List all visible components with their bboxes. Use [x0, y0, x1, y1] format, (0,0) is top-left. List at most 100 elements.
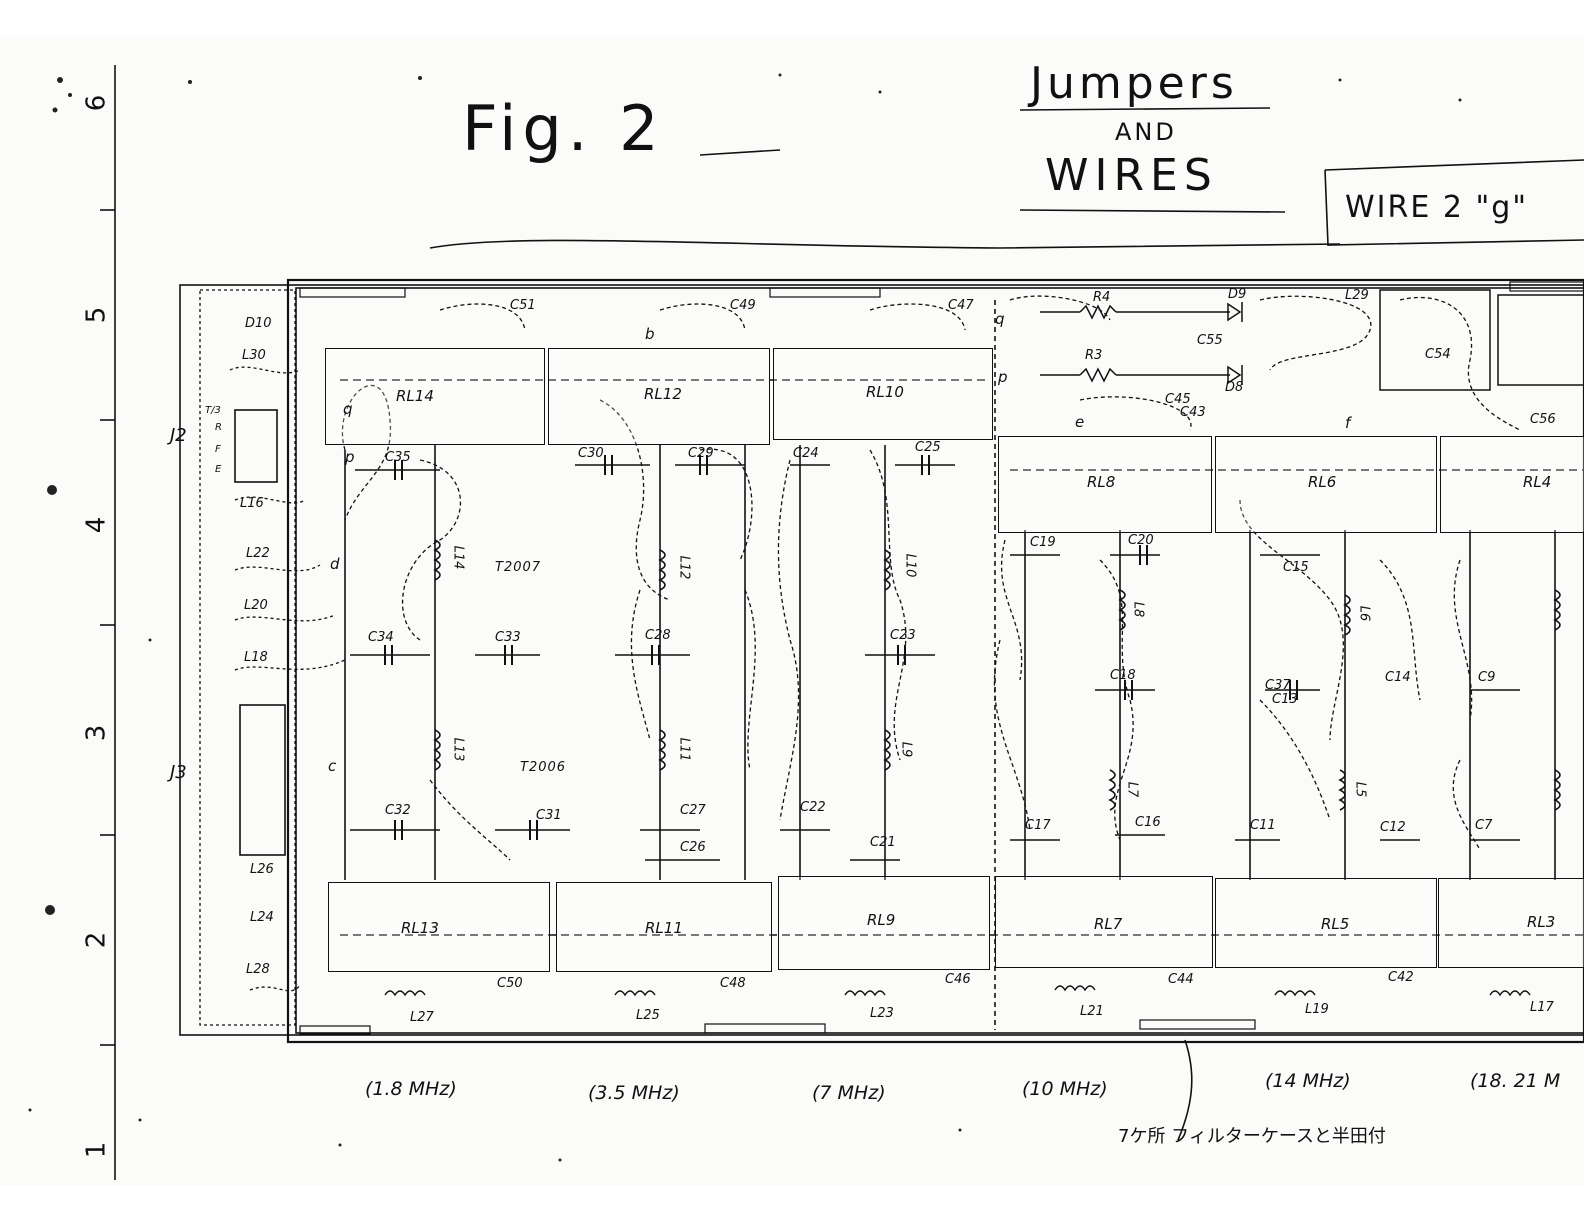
and-heading: AND	[1115, 118, 1177, 146]
relay-label: RL11	[645, 919, 683, 937]
ruler-mark-2: 2	[81, 931, 112, 949]
scanned-page	[0, 36, 1584, 1186]
band-label-80m: (3.5 MHz)	[588, 1082, 680, 1104]
diode-d8-label: D8	[1225, 380, 1244, 395]
capacitor-label: C48	[720, 976, 746, 991]
relay-label: RL3	[1527, 913, 1556, 931]
jumper-e-label: e	[1075, 413, 1085, 431]
inductor-label: L25	[636, 1008, 660, 1023]
j2-label: J2	[170, 425, 187, 446]
relay-rl7: RL7	[995, 876, 1213, 968]
capacitor-label: C46	[945, 972, 971, 987]
diode-resistor-area	[1040, 289, 1584, 391]
inductor-label: L23	[870, 1006, 894, 1021]
inductor-label: L24	[250, 910, 274, 925]
capacitor-label: C44	[1168, 972, 1194, 987]
ruler-mark-1: 1	[81, 1141, 112, 1159]
bottom-inductors	[384, 985, 1531, 997]
jumper-p-label: p	[345, 448, 355, 466]
relay-label: RL9	[867, 911, 896, 929]
relay-label: RL7	[1094, 915, 1123, 933]
capacitor-label: C47	[948, 298, 974, 313]
inductor-label: L17	[1530, 1000, 1554, 1015]
capacitor-label: C31	[536, 808, 562, 823]
inductor-label: L12	[676, 555, 692, 580]
capacitor-label: C11	[1250, 818, 1276, 833]
outer-board	[179, 284, 1584, 1036]
relay-label: RL8	[1087, 473, 1116, 491]
inductor-label: L16	[240, 496, 264, 511]
j2-pin-r: R	[215, 422, 222, 433]
solder-footnote: 7ケ所 フィルターケースと半田付	[1118, 1126, 1386, 1147]
j2-block	[234, 409, 278, 483]
capacitor-label: C51	[510, 298, 536, 313]
fig-underline	[699, 149, 781, 156]
relay-label: RL6	[1308, 473, 1337, 491]
fig-title: Fig. 2	[462, 92, 665, 165]
capacitor-label: C24	[793, 446, 819, 461]
capacitor-label: C28	[645, 628, 671, 643]
capacitor-label: C55	[1197, 333, 1223, 348]
capacitor-label: C26	[680, 840, 706, 855]
inductor-coils	[433, 539, 1561, 811]
capacitor-label: C33	[495, 630, 521, 645]
relay-rl10: RL10	[773, 348, 993, 440]
capacitor-label: C50	[497, 976, 523, 991]
hatched-strips	[299, 281, 1584, 1035]
band-label-30m: (10 MHz)	[1022, 1078, 1108, 1100]
ruler-ticks	[100, 209, 115, 1046]
filter-case	[286, 278, 1584, 1044]
ruler-mark-6: 6	[81, 94, 112, 112]
capacitor-label: C20	[1128, 533, 1154, 548]
cap-plates	[384, 455, 1298, 840]
j3-label: J3	[170, 762, 187, 783]
relay-rl12: RL12	[548, 348, 770, 445]
capacitor-label: C16	[1135, 815, 1161, 830]
note-box	[1324, 159, 1584, 246]
relay-label: RL10	[866, 383, 904, 401]
capacitor-label: C18	[1110, 668, 1136, 683]
inductor-label: L30	[242, 348, 266, 363]
cap-rails	[350, 464, 1520, 861]
relay-rl6: RL6	[1215, 436, 1437, 533]
inductor-label: L9	[898, 741, 914, 758]
band-label-20m: (14 MHz)	[1265, 1070, 1351, 1092]
j2-pin-f: F	[215, 444, 221, 455]
jumper-p-label: p	[998, 368, 1008, 386]
capacitor-label: C19	[1030, 535, 1056, 550]
wires-heading: WIRES	[1045, 150, 1218, 201]
capacitor-label: C7	[1475, 818, 1493, 833]
inductor-label: L8	[1130, 601, 1146, 618]
capacitor-label: C25	[915, 440, 941, 455]
left-wiring	[199, 289, 346, 1026]
jumper-q-label: q	[995, 310, 1005, 328]
capacitor-label: C15	[1283, 560, 1309, 575]
relay-rl13: RL13	[328, 882, 550, 972]
relay-label: RL5	[1321, 915, 1350, 933]
relay-label: RL13	[401, 919, 439, 937]
relay-rl4: RL4	[1440, 436, 1584, 533]
band-label-17-15m: (18. 21 M	[1470, 1070, 1561, 1092]
capacitor-label: C43	[1180, 405, 1206, 420]
capacitor-label: C17	[1025, 818, 1051, 833]
capacitor-label: C42	[1388, 970, 1414, 985]
jumper-loops	[341, 295, 1521, 861]
inductor-label: L10	[902, 553, 918, 578]
capacitor-label: C22	[800, 800, 826, 815]
capacitor-label: C34	[368, 630, 394, 645]
inductor-l29-label: L29	[1345, 288, 1369, 303]
relay-label: RL12	[644, 385, 682, 403]
wire-note: WIRE 2 "g"	[1345, 190, 1529, 225]
resistor-r3-label: R3	[1085, 348, 1103, 363]
capacitor-label: C54	[1425, 347, 1451, 362]
relay-rl8: RL8	[998, 436, 1212, 533]
relay-rl3: RL3	[1438, 878, 1584, 968]
scan-speckle	[28, 73, 1462, 1162]
capacitor-label: C23	[890, 628, 916, 643]
jumpers-underline	[1019, 107, 1271, 111]
inductor-label: L6	[1356, 605, 1372, 622]
capacitor-label: C45	[1165, 392, 1191, 407]
ruler-mark-3: 3	[81, 724, 112, 742]
diode-d10-label: D10	[245, 316, 272, 331]
band-label-40m: (7 MHz)	[812, 1082, 886, 1104]
